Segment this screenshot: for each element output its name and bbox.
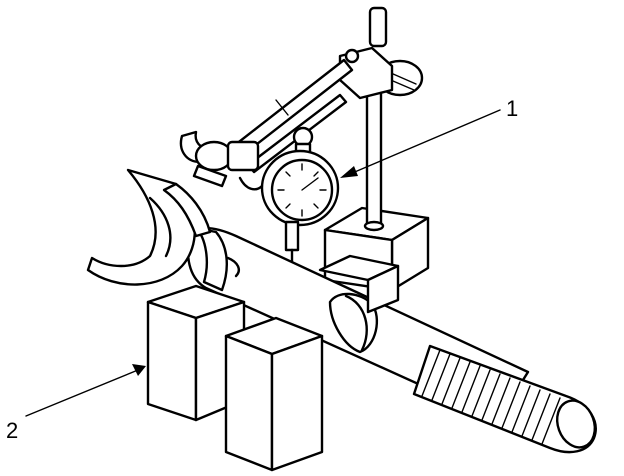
shift-fork-yoke <box>86 168 212 286</box>
arm-clamp <box>179 130 264 191</box>
callout-2: 2 <box>6 364 146 443</box>
transmission-shaft <box>186 226 597 454</box>
indicator-stand <box>338 6 424 232</box>
dial-indicator <box>260 126 340 266</box>
v-blocks <box>146 254 400 472</box>
callout-label-2: 2 <box>6 418 18 443</box>
callout-1: 1 <box>340 96 518 178</box>
callout-label-1: 1 <box>506 96 518 121</box>
splines <box>421 349 561 445</box>
